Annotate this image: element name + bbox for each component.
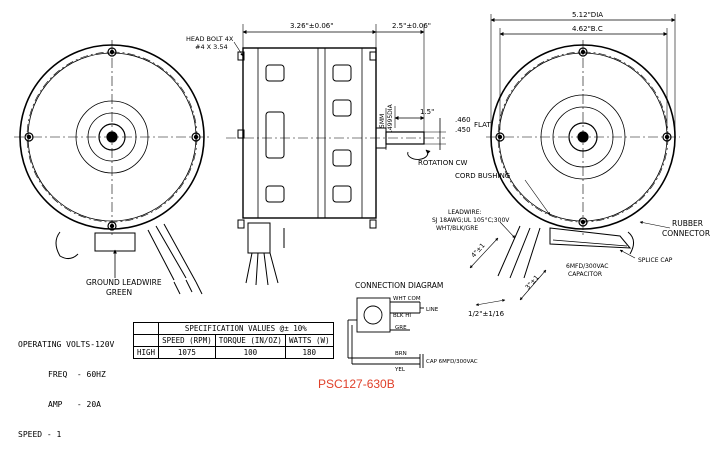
conn-brn: BRN — [395, 351, 407, 357]
ground-label-1: GROUND LEADWIRE — [86, 278, 162, 287]
lead-dim-a: 4"±1 — [470, 242, 487, 260]
spec-header-torque: TORQUE (IN/OZ) — [214, 334, 286, 347]
conn-cap: CAP 6MFD/300VAC — [426, 359, 478, 365]
front-bolt-holes — [24, 47, 201, 231]
op-speed: SPEED - 1 — [18, 430, 62, 439]
side-vents — [265, 64, 352, 203]
flat-label: FLAT — [474, 121, 491, 129]
front-view — [14, 40, 210, 295]
ground-label-2: GREEN — [106, 288, 132, 297]
op-amp: AMP - 20A — [48, 400, 101, 409]
motor-drawing: GROUND LEADWIRE GREEN — [14, 11, 710, 373]
spec-header-speed: SPEED (RPM) — [158, 334, 216, 347]
rear-bolt-holes — [495, 47, 672, 227]
conn-wht-com: WHT COM — [393, 296, 421, 302]
head-bolt-label-2: #4 X 3.54 — [195, 43, 228, 51]
conn-yel: YEL — [394, 367, 406, 373]
spec-corner-2 — [132, 334, 160, 347]
shaft-length-dim: 2.5"±0.06" — [392, 22, 431, 30]
connection-title: CONNECTION DIAGRAM — [355, 281, 443, 290]
conn-line: LINE — [426, 307, 439, 313]
leadwire-label-3: WHT/BLK/GRE — [436, 225, 478, 232]
shaft-dia-dim-2: .4995DIA — [387, 103, 394, 132]
spec-value-speed: 1075 — [158, 346, 216, 359]
operating-conditions: OPERATING VOLTS-120V FREQ - 60HZ AMP - 2… — [18, 320, 114, 450]
leadwire-label-1: LEADWIRE: — [448, 209, 482, 216]
body-length-dim: 3.26"±0.06" — [290, 22, 333, 30]
spec-title: SPECIFICATION VALUES @± 10% — [158, 322, 334, 335]
lead-dim-b: 3"±1 — [524, 274, 541, 292]
spec-table: SPECIFICATION VALUES @± 10% SPEED (RPM) … — [132, 322, 334, 359]
rubber-label-1: RUBBER — [672, 219, 703, 228]
front-leadwire-bundle — [55, 223, 203, 295]
capacitor-label-1: 6MFD/300VAC — [566, 263, 608, 270]
leadwire-label-2: SJ 18AWG;UL 105°C;300V — [432, 217, 510, 224]
op-volts: OPERATING VOLTS-120V — [18, 340, 115, 349]
shaft-dia-dim-1: 5MM — [379, 114, 386, 128]
side-view — [226, 24, 446, 286]
spec-value-watts: 180 — [284, 346, 334, 359]
shaft-step-dim: 1.5" — [420, 108, 434, 116]
spec-header-watts: WATTS (W) — [284, 334, 334, 347]
connection-diagram — [347, 297, 424, 368]
spec-value-torque: 100 — [214, 346, 286, 359]
spec-corner — [132, 322, 160, 335]
rotation-label: ROTATION CW — [418, 159, 468, 167]
rubber-label-2: CONNECTOR — [662, 229, 710, 238]
conn-gre: GRE — [395, 325, 407, 331]
op-freq: FREQ - 60HZ — [48, 370, 106, 379]
rear-view — [469, 14, 680, 307]
cord-bushing-label: CORD BUSHING — [455, 172, 510, 180]
outer-dia-dim: 5.12"DIA — [572, 11, 603, 19]
splice-cap-label: SPLICE CAP — [638, 257, 673, 264]
bolt-circle-dim: 4.62"B.C — [572, 25, 603, 33]
flat-dim-a: .460 — [455, 116, 471, 124]
flat-dim-b: .450 — [455, 126, 471, 134]
capacitor-label-2: CAPACITOR — [568, 271, 602, 278]
model-number: PSC127-630B — [318, 377, 395, 391]
lead-dim-c: 1/2"±1/16 — [468, 310, 505, 318]
head-bolt-label-1: HEAD BOLT 4X — [186, 35, 234, 43]
conn-blk-hi: BLK HI — [393, 313, 411, 319]
spec-row-label: HIGH — [132, 346, 160, 359]
